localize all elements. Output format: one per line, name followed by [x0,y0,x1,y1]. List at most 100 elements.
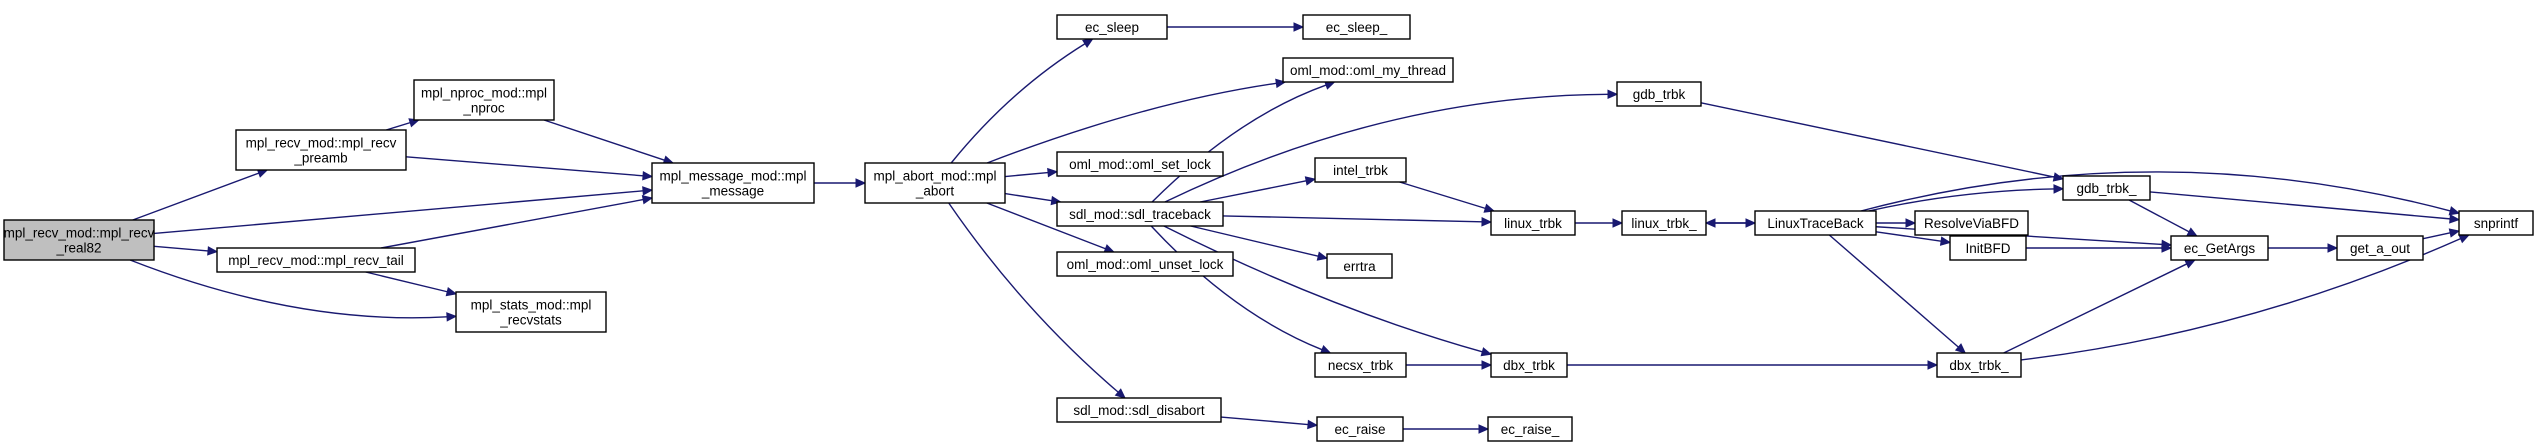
node-label: linux_trbk [1504,216,1562,231]
node-label: errtra [1343,259,1376,274]
call-edge [1828,234,1967,354]
arrowhead-icon [1047,167,1059,178]
call-edge [129,259,458,322]
call-edge [1875,231,1952,246]
node-label: mpl_nproc_mod::mpl [421,86,547,101]
arrowhead-icon [1293,22,1305,32]
call-edge [1567,360,1939,370]
call-edge [1163,225,1493,357]
call-edge [1402,424,1490,434]
edge-line [1151,84,1327,203]
node-box [2336,235,2424,261]
node-nproc[interactable]: mpl_nproc_mod::mpl_nproc [413,79,555,121]
edge-line [986,202,1106,250]
node-label: oml_mod::oml_unset_lock [1067,257,1224,272]
node-label: gdb_trbk [1633,87,1686,102]
call-edge [950,38,1094,164]
edge-line [385,121,411,131]
node-oml-my-thread[interactable]: oml_mod::oml_my_thread [1282,57,1454,83]
node-gdb-trbk-[interactable]: gdb_trbk_ [2062,175,2151,201]
node-label: _message [701,184,764,199]
node-box [1754,210,1877,236]
node-gdb-trbk[interactable]: gdb_trbk [1616,81,1702,107]
edge-line [950,43,1086,164]
node-box [1282,57,1454,83]
call-edge [153,245,219,256]
node-label: sdl_mod::sdl_traceback [1069,207,1211,222]
node-box [1314,157,1407,183]
node-linuxtraceback[interactable]: LinuxTraceBack [1754,210,1877,236]
node-ec-sleep[interactable]: ec_sleep [1056,14,1168,40]
node-oml-set-lock[interactable]: oml_mod::oml_set_lock [1056,151,1224,177]
node-oml-unset-lock[interactable]: oml_mod::oml_unset_lock [1056,251,1234,277]
node-label: sdl_mod::sdl_disabort [1073,403,1205,418]
arrowhead-icon [1316,251,1329,261]
call-edge [1868,184,2065,212]
node-ec-raise[interactable]: ec_raise [1316,416,1404,442]
edge-line [1004,192,1052,202]
node-dbx-trbk-[interactable]: dbx_trbk_ [1936,352,2022,378]
arrowhead-icon [1483,203,1496,213]
node-message[interactable]: mpl_message_mod::mpl_message [651,162,815,204]
node-sdl-disabort[interactable]: sdl_mod::sdl_disabort [1056,397,1222,423]
call-edge [2003,259,2196,354]
edge-line [1399,181,1486,210]
node-ec-getargs[interactable]: ec_GetArgs [2170,235,2269,261]
edge-line [129,259,448,319]
call-edge [1200,176,1317,203]
edge-line [2020,237,2461,361]
node-ec-sleep-[interactable]: ec_sleep_ [1302,14,1411,40]
node-get-a-out[interactable]: get_a_out [2336,235,2424,261]
edge-line [1700,102,2055,178]
node-tail[interactable]: mpl_recv_mod::mpl_recv_tail [216,247,416,273]
node-necsx-trbk[interactable]: necsx_trbk [1314,352,1407,378]
node-box [216,247,416,273]
arrowhead-icon [2449,214,2461,224]
node-recvstats[interactable]: mpl_stats_mod::mpl_recvstats [455,291,607,333]
node-label: _preamb [293,151,347,166]
node-ec-raise-[interactable]: ec_raise_ [1487,416,1573,442]
node-label: mpl_recv_mod::mpl_recv [246,136,397,151]
node-snprintf[interactable]: snprintf [2458,210,2534,236]
call-edge [1704,218,1756,228]
node-box [1949,235,2027,261]
edge-line [132,172,260,221]
node-linux-trbk-[interactable]: linux_trbk_ [1621,210,1707,236]
call-edge [1399,181,1496,213]
node-preamb[interactable]: mpl_recv_mod::mpl_recv_preamb [235,129,407,171]
node-linux-trbk[interactable]: linux_trbk [1490,210,1576,236]
arrowhead-icon [2448,228,2461,238]
node-initbfd[interactable]: InitBFD [1949,235,2027,261]
node-abort[interactable]: mpl_abort_mod::mpl_abort [864,162,1006,204]
node-resolveviabfd[interactable]: ResolveViaBFD [1914,210,2029,236]
arrowhead-icon [2161,243,2173,253]
node-real82[interactable]: mpl_recv_mod::mpl_recv_real82 [3,219,155,261]
arrowhead-icon [1480,347,1493,357]
arrowhead-icon [446,312,458,322]
node-sdl-traceback[interactable]: sdl_mod::sdl_traceback [1056,201,1224,227]
arrowhead-icon [2458,234,2470,244]
arrowhead-icon [1612,218,1624,228]
call-edge [153,186,654,235]
node-intel-trbk[interactable]: intel_trbk [1314,157,1407,183]
call-edge [2149,191,2461,224]
edge-line [1164,93,1609,203]
arrowhead-icon [1319,345,1332,354]
node-errtra[interactable]: errtra [1326,253,1393,279]
node-box [1621,210,1707,236]
edge-line [2003,263,2188,354]
arrowhead-icon [642,186,654,196]
node-dbx-trbk[interactable]: dbx_trbk [1490,352,1568,378]
arrowhead-icon [1082,38,1094,49]
node-label: linux_trbk_ [1631,216,1697,231]
call-edge [948,202,1126,399]
node-box [1936,352,2022,378]
edge-line [1190,225,1319,257]
node-label: _real82 [55,241,101,256]
arrowhead-icon [1304,176,1317,186]
edge-line [543,119,665,161]
call-edge [405,156,654,181]
node-box [413,79,555,121]
node-label: oml_mod::oml_my_thread [1290,63,1446,78]
